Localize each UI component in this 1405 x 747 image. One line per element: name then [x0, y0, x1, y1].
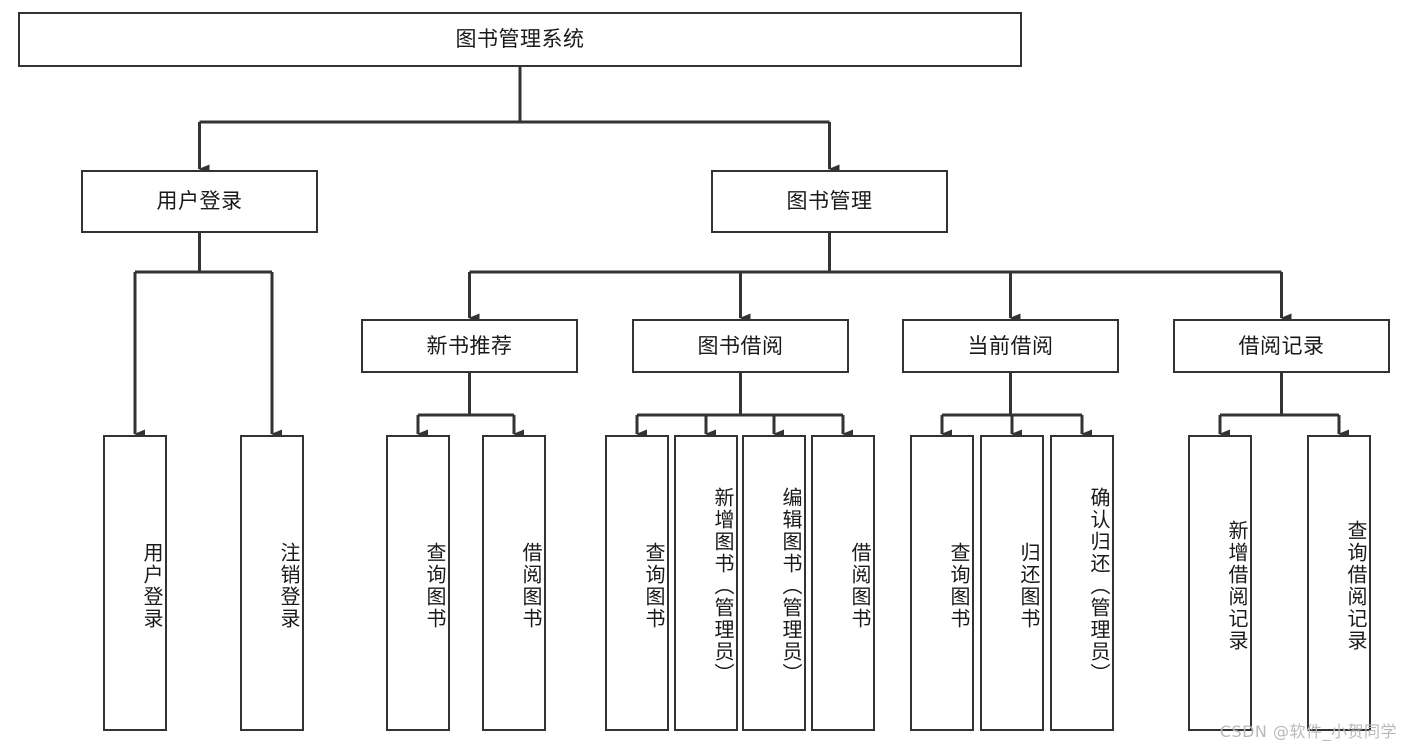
node-label: 新书推荐 — [426, 333, 513, 358]
node-label: 借阅记录 — [1238, 333, 1325, 358]
node-label: 归还图书 — [1017, 542, 1041, 630]
node-leaf-cur-return[interactable]: 归还图书 — [980, 435, 1044, 731]
node-borrow[interactable]: 图书借阅 — [632, 319, 849, 373]
node-leaf-nb-borrow[interactable]: 借阅图书 — [482, 435, 546, 731]
node-label: 图书管理系统 — [455, 27, 585, 52]
node-label: 确认归还（管理员） — [1087, 487, 1111, 685]
node-label: 当前借阅 — [967, 333, 1054, 358]
node-records[interactable]: 借阅记录 — [1173, 319, 1390, 373]
node-label: 注销登录 — [277, 542, 301, 630]
node-label: 图书借阅 — [697, 333, 784, 358]
csdn-watermark: CSDN @软件_小贺同学 — [1219, 722, 1397, 741]
node-root[interactable]: 图书管理系统 — [18, 12, 1022, 67]
node-label: 新增图书（管理员） — [711, 487, 735, 685]
node-label: 用户登录 — [140, 542, 164, 630]
node-leaf-rec-add[interactable]: 新增借阅记录 — [1188, 435, 1252, 731]
node-leaf-bw-query[interactable]: 查询图书 — [605, 435, 669, 731]
node-leaf-bw-edit[interactable]: 编辑图书（管理员） — [742, 435, 806, 731]
node-label: 新增借阅记录 — [1225, 520, 1249, 652]
node-leaf-rec-query[interactable]: 查询借阅记录 — [1307, 435, 1371, 731]
node-leaf-user-login[interactable]: 用户登录 — [103, 435, 167, 731]
node-label: 借阅图书 — [519, 542, 543, 630]
node-login[interactable]: 用户登录 — [81, 170, 318, 233]
node-label: 借阅图书 — [848, 542, 872, 630]
node-bookmgmt[interactable]: 图书管理 — [711, 170, 948, 233]
node-current[interactable]: 当前借阅 — [902, 319, 1119, 373]
node-leaf-nb-query[interactable]: 查询图书 — [386, 435, 450, 731]
node-label: 图书管理 — [786, 189, 873, 214]
node-label: 编辑图书（管理员） — [779, 487, 803, 685]
node-label: 查询借阅记录 — [1344, 520, 1368, 652]
node-leaf-cur-confirm[interactable]: 确认归还（管理员） — [1050, 435, 1114, 731]
node-leaf-cur-query[interactable]: 查询图书 — [910, 435, 974, 731]
node-leaf-user-logout[interactable]: 注销登录 — [240, 435, 304, 731]
node-leaf-bw-borrow[interactable]: 借阅图书 — [811, 435, 875, 731]
node-newbook[interactable]: 新书推荐 — [361, 319, 578, 373]
node-label: 查询图书 — [642, 542, 666, 630]
node-leaf-bw-add[interactable]: 新增图书（管理员） — [674, 435, 738, 731]
node-label: 查询图书 — [423, 542, 447, 630]
node-label: 用户登录 — [156, 189, 243, 214]
node-label: 查询图书 — [947, 542, 971, 630]
